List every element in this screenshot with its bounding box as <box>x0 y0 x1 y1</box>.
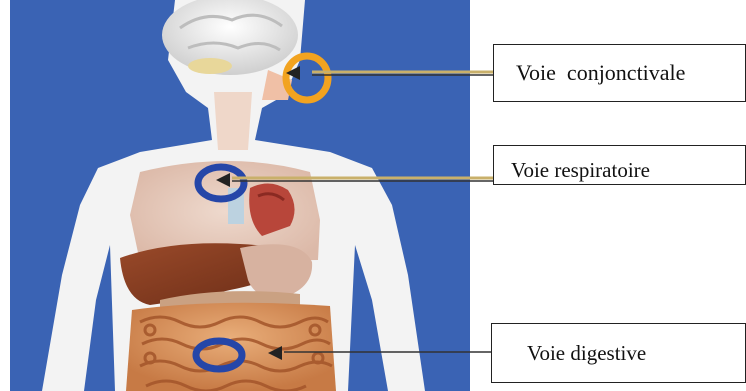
label-box-conjunctival: Voie conjonctivale <box>493 44 746 102</box>
label-box-respiratory: Voie respiratoire <box>493 145 746 185</box>
throat <box>214 92 252 150</box>
label-respiratory: Voie respiratoire <box>511 160 650 181</box>
label-digestive: Voie digestive <box>527 343 646 364</box>
label-conjunctival: Voie conjonctivale <box>516 62 685 84</box>
label-box-digestive: Voie digestive <box>491 323 746 383</box>
